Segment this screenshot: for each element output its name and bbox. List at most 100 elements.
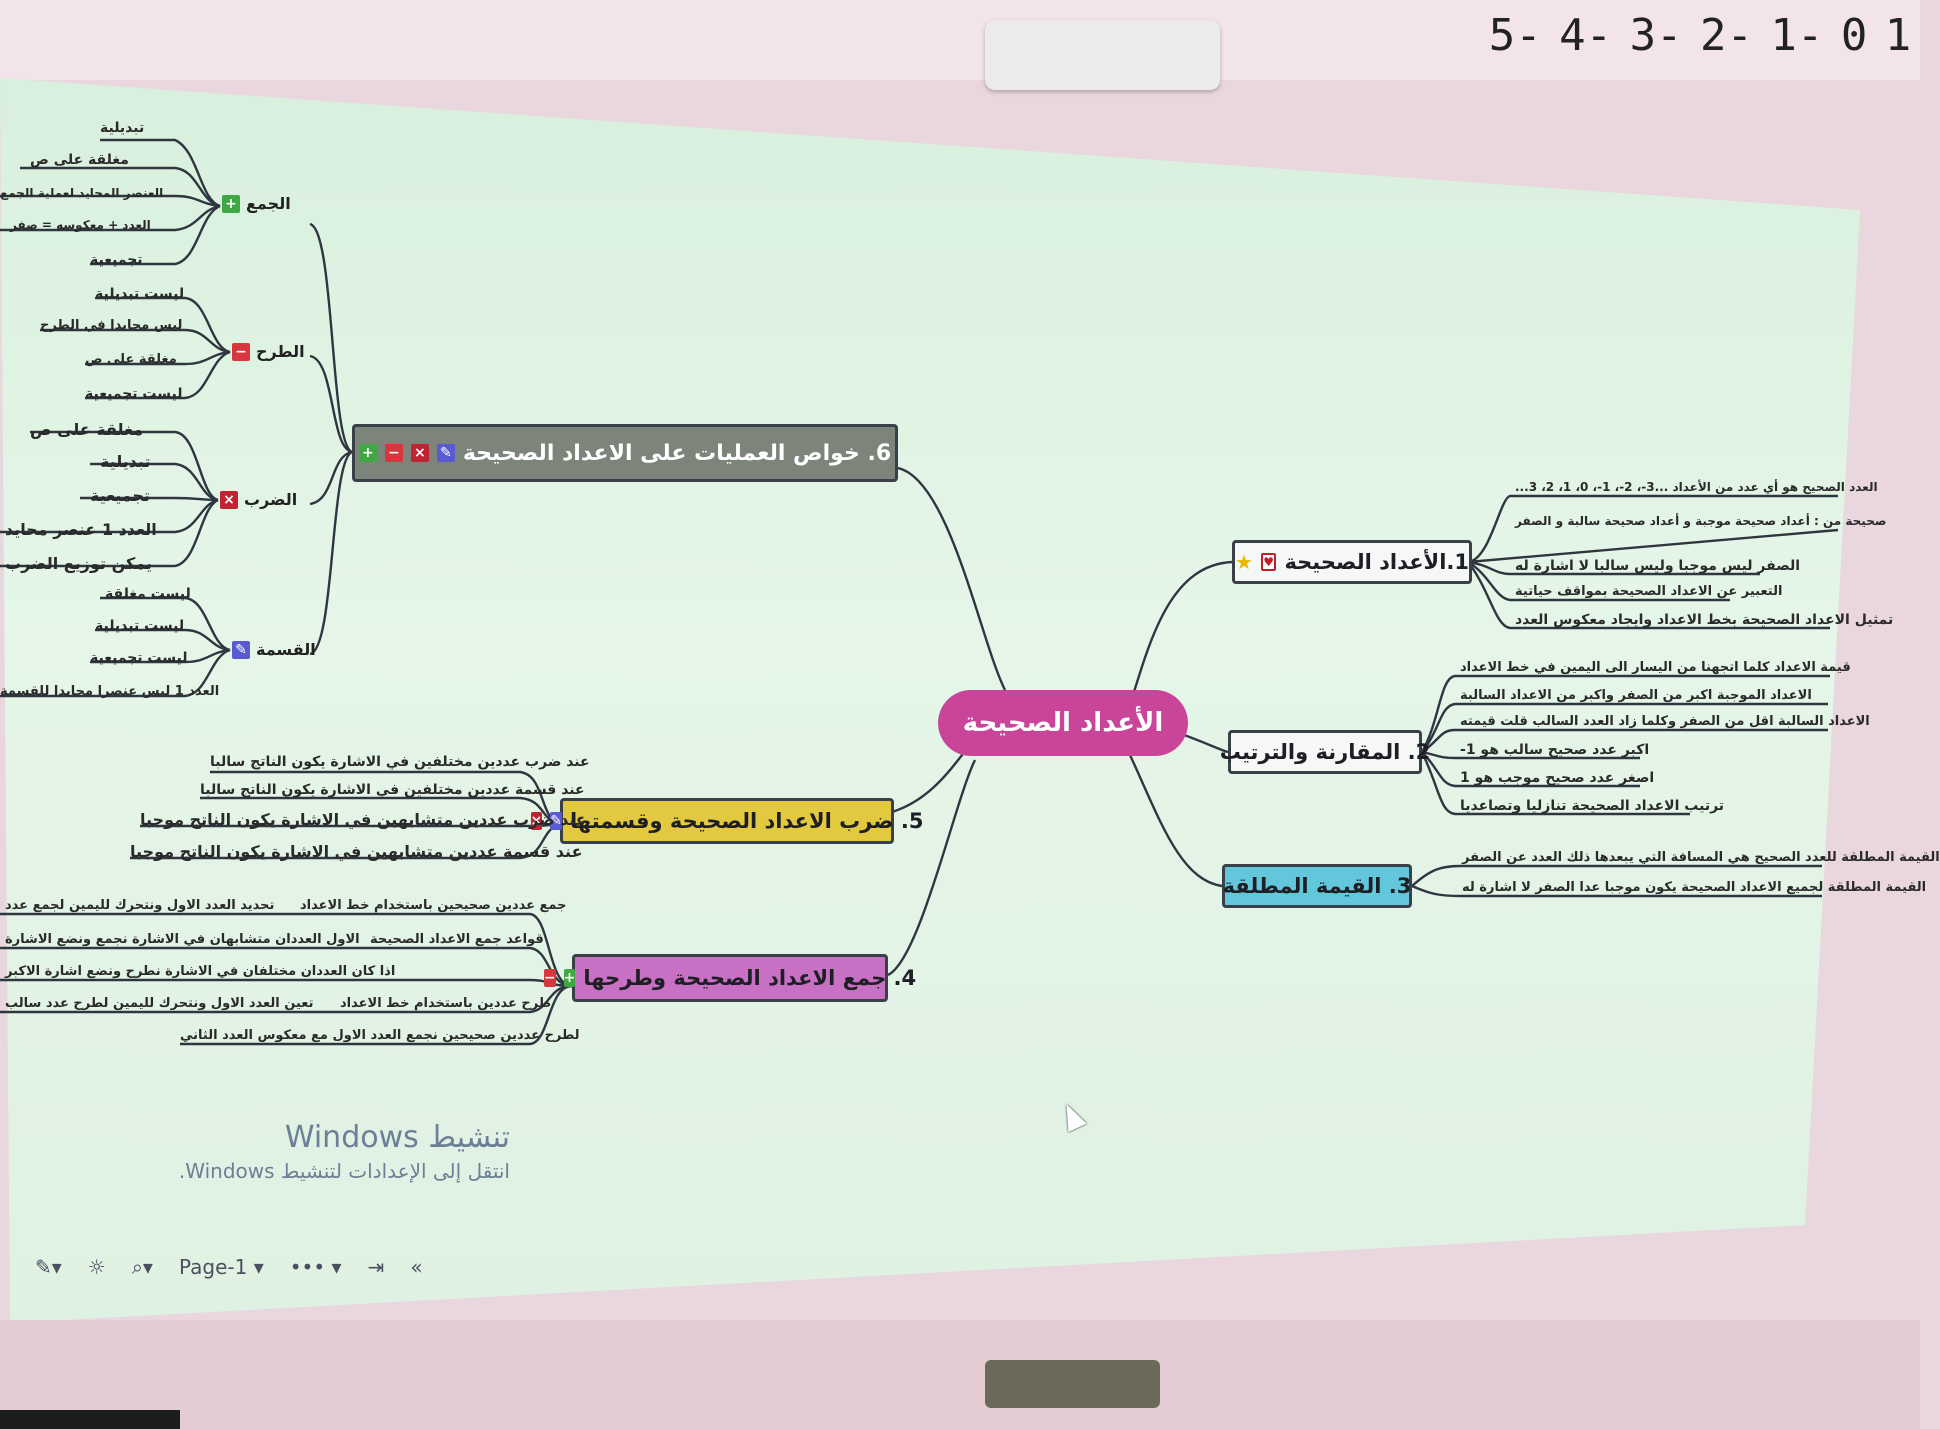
leaf-sub-2: ليس محايدا في الطرح (40, 318, 183, 333)
watermark-subtitle: انتقل إلى الإعدادات لتنشيط Windows. (178, 1159, 510, 1183)
number-line-ruler: 5- 4- 3- 2- 1- 0 1 (1480, 0, 1920, 70)
ruler-mark: 0 (1840, 9, 1868, 61)
page-selector[interactable]: Page-1 ▾ (178, 1255, 264, 1279)
leaf-b2-3: الاعداد السالبة اقل من الصفر وكلما زاد ا… (1460, 714, 1870, 729)
laser-pointer-icon[interactable]: ☼ (87, 1255, 106, 1279)
heart-icon: ♥ (1260, 553, 1277, 571)
leaf-sub-4: ليست تجميعية (85, 386, 183, 402)
branch-integers-label: 1.الأعداد الصحيحة (1284, 550, 1469, 574)
plus-icon: + (563, 969, 576, 987)
branch-absolute-value[interactable]: 3. القيمة المطلقة (1222, 864, 1412, 908)
ruler-mark: 4- (1559, 9, 1613, 61)
leaf-b5-1: عند ضرب عددين مختلفين في الاشارة يكون ال… (210, 754, 590, 770)
branch-add-subtract[interactable]: 4. جمع الاعداد الصحيحة وطرحها + − (543, 954, 916, 1002)
leaf-mul-1: مغلقة على ص (30, 420, 143, 439)
zoom-icon[interactable]: ⌕▾ (131, 1255, 153, 1279)
eraser-tray (985, 1360, 1160, 1408)
more-options-label: ••• (289, 1255, 326, 1279)
wall-top (0, 0, 1920, 80)
ruler-mark: 5- (1488, 9, 1542, 61)
plus-icon: + (222, 194, 240, 213)
minus-icon: − (232, 342, 250, 361)
leaf-add-3: العنصر المحايد لعملية الجمع (0, 186, 164, 200)
leaf-b4-4: تعين العدد الاول ونتحرك لليمين لطرح عدد … (5, 996, 314, 1011)
floor-shadow (0, 1410, 180, 1429)
leaf-mul-4: العدد 1 عنصر محايد (5, 520, 157, 539)
pen-tool-icon[interactable]: ✎▾ (35, 1255, 62, 1279)
times-icon: × (220, 490, 238, 509)
times-icon: × (530, 812, 543, 830)
star-icon: ★ (1235, 550, 1253, 574)
collapse-icon[interactable]: « (410, 1255, 423, 1279)
leaf-b4-1: تحديد العدد الاول ونتحرك لليمين لجمع عدد (5, 898, 275, 913)
leaf-b1-1: العدد الصحيح هو أي عدد من الأعداد ...3-،… (1515, 480, 1878, 494)
leaf-add-2: مغلقة على ص (30, 152, 129, 168)
projected-screen (0, 78, 1860, 1323)
ruler-mark: 3- (1629, 9, 1683, 61)
ruler-mark: 1- (1770, 9, 1824, 61)
leaf-b3-1: القيمة المطلقة للعدد الصحيح هي المسافة ا… (1462, 850, 1940, 865)
branch-absolute-value-label: 3. القيمة المطلقة (1222, 874, 1412, 898)
leaf-b1-4: التعبير عن الاعداد الصحيحة بمواقف حياتية (1515, 584, 1783, 599)
branch-properties-label: 6. خواص العمليات على الاعداد الصحيحة (462, 440, 892, 466)
leaf-div-1: ليست مغلقة (105, 586, 191, 602)
leaf-sub-3: مغلقة على ص (85, 352, 177, 367)
leaf-b2-4: اكبر عدد صحيح سالب هو 1- (1460, 742, 1650, 758)
leaf-b2-5: اصغر عدد صحيح موجب هو 1 (1460, 770, 1655, 786)
leaf-div-2: ليست تبديلية (95, 618, 185, 634)
leaf-b4-3: اذا كان العددان مختلفان في الاشارة نطرح … (5, 964, 396, 979)
whiteboard-frame (0, 1320, 1920, 1429)
group-addition[interactable]: الجمع + (222, 194, 291, 213)
leaf-b4-2: الاول العددان متشابهان في الاشارة نجمع و… (5, 932, 360, 947)
branch-multiply-divide[interactable]: 5. ضرب الاعداد الصحيحة وقسمتها ✎ × (530, 798, 924, 844)
root-topic[interactable]: الأعداد الصحيحة (938, 690, 1188, 756)
branch-properties[interactable]: 6. خواص العمليات على الاعداد الصحيحة ✎ ×… (352, 424, 898, 482)
leaf-mul-2: تبديلية (100, 452, 151, 471)
leaf-b5-4: عند قسمة عددين متشابهين في الاشارة يكون … (130, 842, 583, 861)
exit-icon[interactable]: ⇥ (367, 1255, 385, 1279)
leaf-div-4: العدد 1 ليس عنصرا محايدا للقسمة (0, 684, 220, 699)
minus-icon: − (543, 969, 556, 987)
pencil-icon: ✎ (550, 812, 562, 830)
leaf-b5-2: عند قسمة عددين مختلفين في الاشارة يكون ا… (200, 782, 585, 798)
sub-b4-2: قواعد جمع الاعداد الصحيحة (370, 932, 544, 947)
sub-b4-4: طرح عددين باستخدام خط الاعداد (340, 996, 552, 1011)
group-addition-label: الجمع (246, 194, 291, 213)
leaf-b2-6: ترتيب الاعداد الصحيحة تنازليا وتصاعديا (1460, 798, 1725, 814)
leaf-b4-5: لطرح عددين صحيحين نجمع العدد الاول مع مع… (180, 1028, 580, 1043)
group-division[interactable]: القسمة ✎ (232, 640, 316, 659)
root-topic-label: الأعداد الصحيحة (962, 708, 1164, 738)
branch-multiply-divide-label: 5. ضرب الاعداد الصحيحة وقسمتها (569, 809, 924, 833)
ruler-mark: 1 (1884, 9, 1912, 61)
page-selector-label: Page-1 (178, 1255, 248, 1279)
ruler-mark: 2- (1699, 9, 1753, 61)
leaf-b1-2: صحيحة من : أعداد صحيحة موجبة و أعداد صحي… (1515, 514, 1887, 528)
leaf-b1-3: الصفر ليس موجبا وليس سالبا لا اشارة له (1515, 558, 1801, 574)
leaf-b2-2: الاعداد الموجبة اكبر من الصفر واكبر من ا… (1460, 688, 1812, 703)
windows-activation-watermark: تنشيط Windows انتقل إلى الإعدادات لتنشيط… (120, 1120, 510, 1183)
pencil-icon: ✎ (232, 640, 250, 659)
more-options-button[interactable]: ••• ▾ (289, 1255, 342, 1279)
leaf-div-3: ليست تجميعية (90, 650, 188, 666)
minus-icon: − (384, 444, 403, 462)
branch-add-subtract-label: 4. جمع الاعداد الصحيحة وطرحها (583, 966, 917, 990)
group-division-label: القسمة (256, 640, 316, 659)
bottom-toolbar: ✎▾ ☼ ⌕▾ Page-1 ▾ ••• ▾ ⇥ « (35, 1255, 423, 1279)
branch-comparison[interactable]: 2. المقارنة والترتيب (1220, 730, 1430, 774)
sub-b4-1: جمع عددين صحيحين باستخدام خط الاعداد (300, 898, 567, 913)
leaf-sub-1: ليست تبديلية (95, 286, 185, 302)
branch-integers[interactable]: 1.الأعداد الصحيحة ♥ ★ (1232, 540, 1472, 584)
group-multiplication[interactable]: الضرب × (220, 490, 297, 509)
leaf-add-5: تجميعية (90, 252, 143, 268)
group-subtraction-label: الطرح (256, 342, 305, 361)
times-icon: × (410, 444, 429, 462)
leaf-b1-5: تمثيل الاعداد الصحيحة بخط الاعداد وايجاد… (1515, 612, 1894, 628)
group-subtraction[interactable]: الطرح − (232, 342, 305, 361)
leaf-mul-5: يمكن توزيع الضرب (5, 554, 153, 573)
pencil-icon: ✎ (436, 444, 455, 462)
leaf-b2-1: قيمة الاعداد كلما اتجهنا من اليسار الى ا… (1460, 660, 1851, 675)
leaf-b3-2: القيمة المطلقة لجميع الاعداد الصحيحة يكو… (1462, 880, 1927, 895)
group-multiplication-label: الضرب (244, 490, 298, 509)
branch-comparison-label: 2. المقارنة والترتيب (1219, 740, 1431, 764)
